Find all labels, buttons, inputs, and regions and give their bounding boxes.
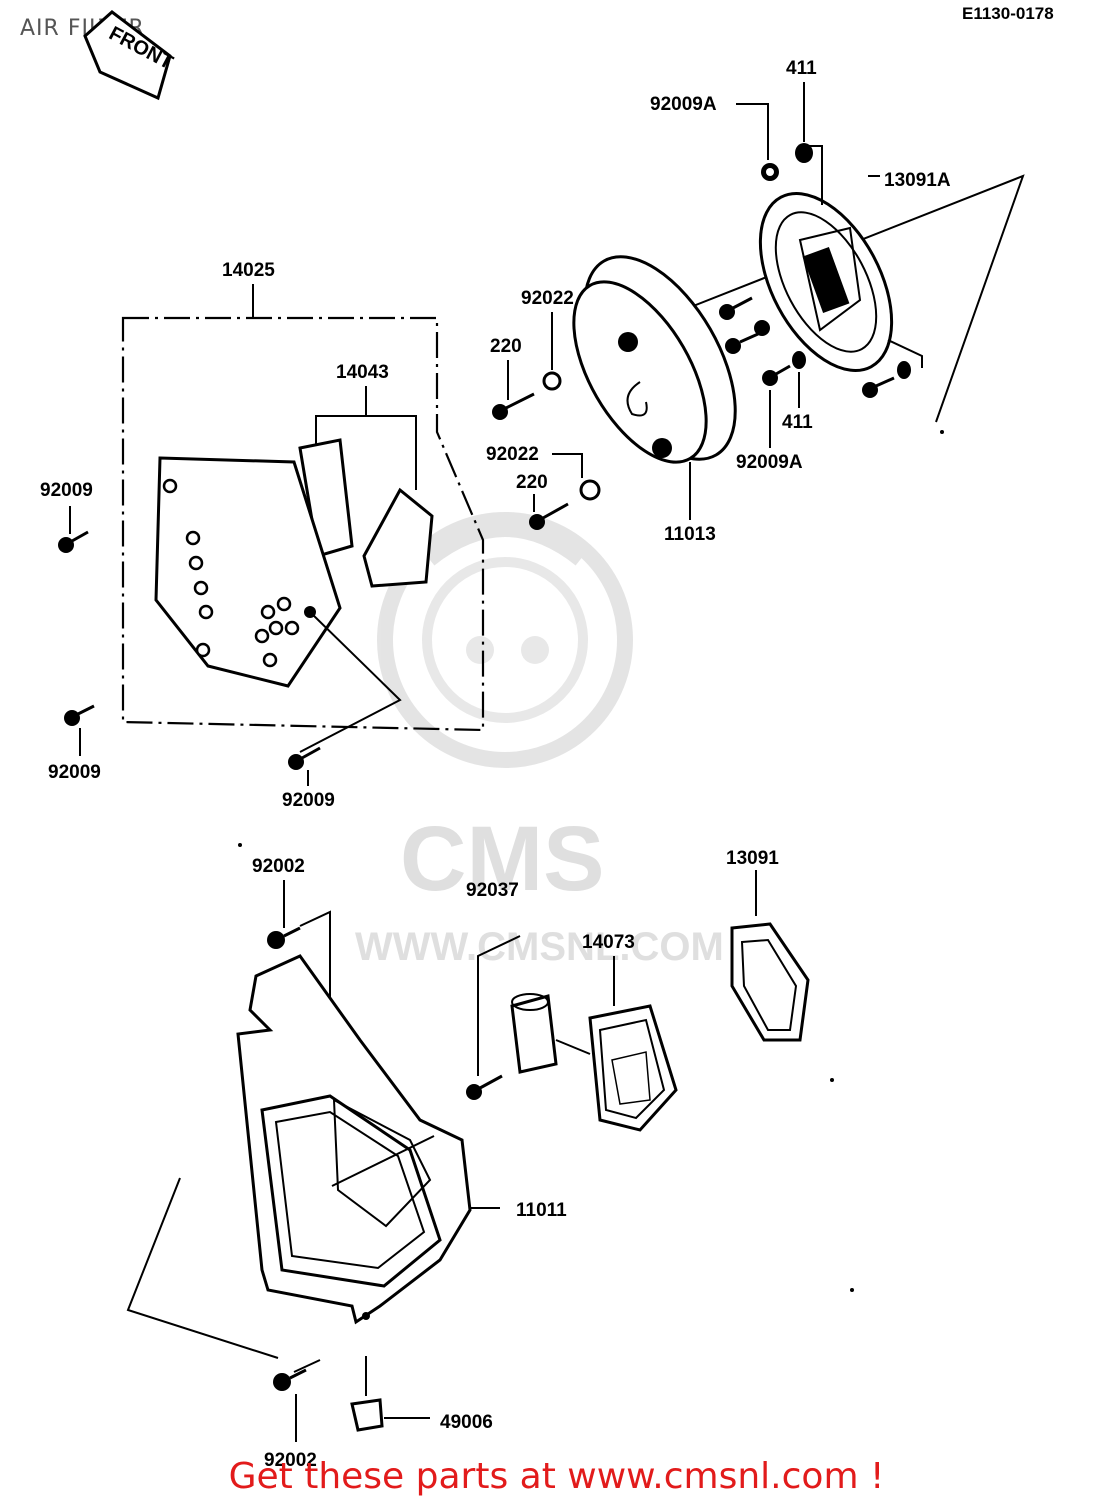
label-14025: 14025 [222, 260, 275, 281]
part-14043 [298, 386, 434, 588]
label-13091: 13091 [726, 848, 779, 869]
part-14073 [588, 956, 678, 1132]
label-92009A-top: 92009A [650, 94, 717, 115]
screw-92009-left-bottom [64, 704, 95, 756]
label-220-top: 220 [490, 336, 522, 357]
screw-92002-bottom [273, 1359, 321, 1442]
fastener-220-mid [529, 494, 569, 530]
label-92037: 92037 [466, 880, 519, 901]
part-11013 [572, 255, 737, 520]
label-411-mid: 411 [782, 412, 813, 433]
label-49006: 49006 [440, 1412, 493, 1433]
label-220-mid: 220 [516, 472, 548, 493]
label-14043: 14043 [336, 362, 389, 383]
washer-411-top [795, 82, 813, 163]
label-14073: 14073 [582, 932, 635, 953]
clamp-band [510, 993, 591, 1074]
diagram-code: E1130-0178 [962, 4, 1054, 23]
label-92022-top: 92022 [521, 288, 574, 309]
label-92009-center: 92009 [282, 790, 335, 811]
front-arrow: FRONT [83, 10, 176, 101]
watermark-brand: CMS [400, 808, 604, 910]
kit-14025 [121, 284, 485, 732]
screw-92037 [466, 935, 521, 1100]
label-92009-left-bottom: 92009 [48, 762, 101, 783]
watermark-site: WWW.CMSNL.COM [355, 925, 724, 969]
footer-banner[interactable]: Get these parts at www.cmsnl.com ! [228, 1456, 885, 1497]
part-11011 [126, 954, 500, 1359]
washer-92022-mid [552, 453, 601, 501]
label-13091A: 13091A [884, 170, 951, 191]
screw-92009-center [288, 746, 321, 786]
element-plate [154, 456, 402, 753]
label-92022-mid: 92022 [486, 444, 539, 465]
label-92009-left-top: 92009 [40, 480, 93, 501]
part-49006 [350, 1356, 430, 1432]
label-11011: 11011 [516, 1200, 567, 1221]
label-92002-top: 92002 [252, 856, 305, 877]
label-411-top: 411 [786, 58, 817, 79]
screw-92009-left-top [58, 506, 89, 553]
washer-92022-top [542, 312, 562, 391]
fastener-92009A-top [736, 103, 779, 181]
part-13091 [730, 870, 810, 1042]
assembly-13091A [677, 145, 1025, 423]
fastener-220-top [492, 360, 535, 420]
label-92002-bottom: 92002 [264, 1450, 317, 1471]
plate-bolts [719, 296, 911, 398]
watermark: CMS WWW.CMSNL.COM [355, 512, 724, 969]
label-11013: 11013 [664, 524, 716, 545]
label-92009A-mid: 92009A [736, 452, 803, 473]
